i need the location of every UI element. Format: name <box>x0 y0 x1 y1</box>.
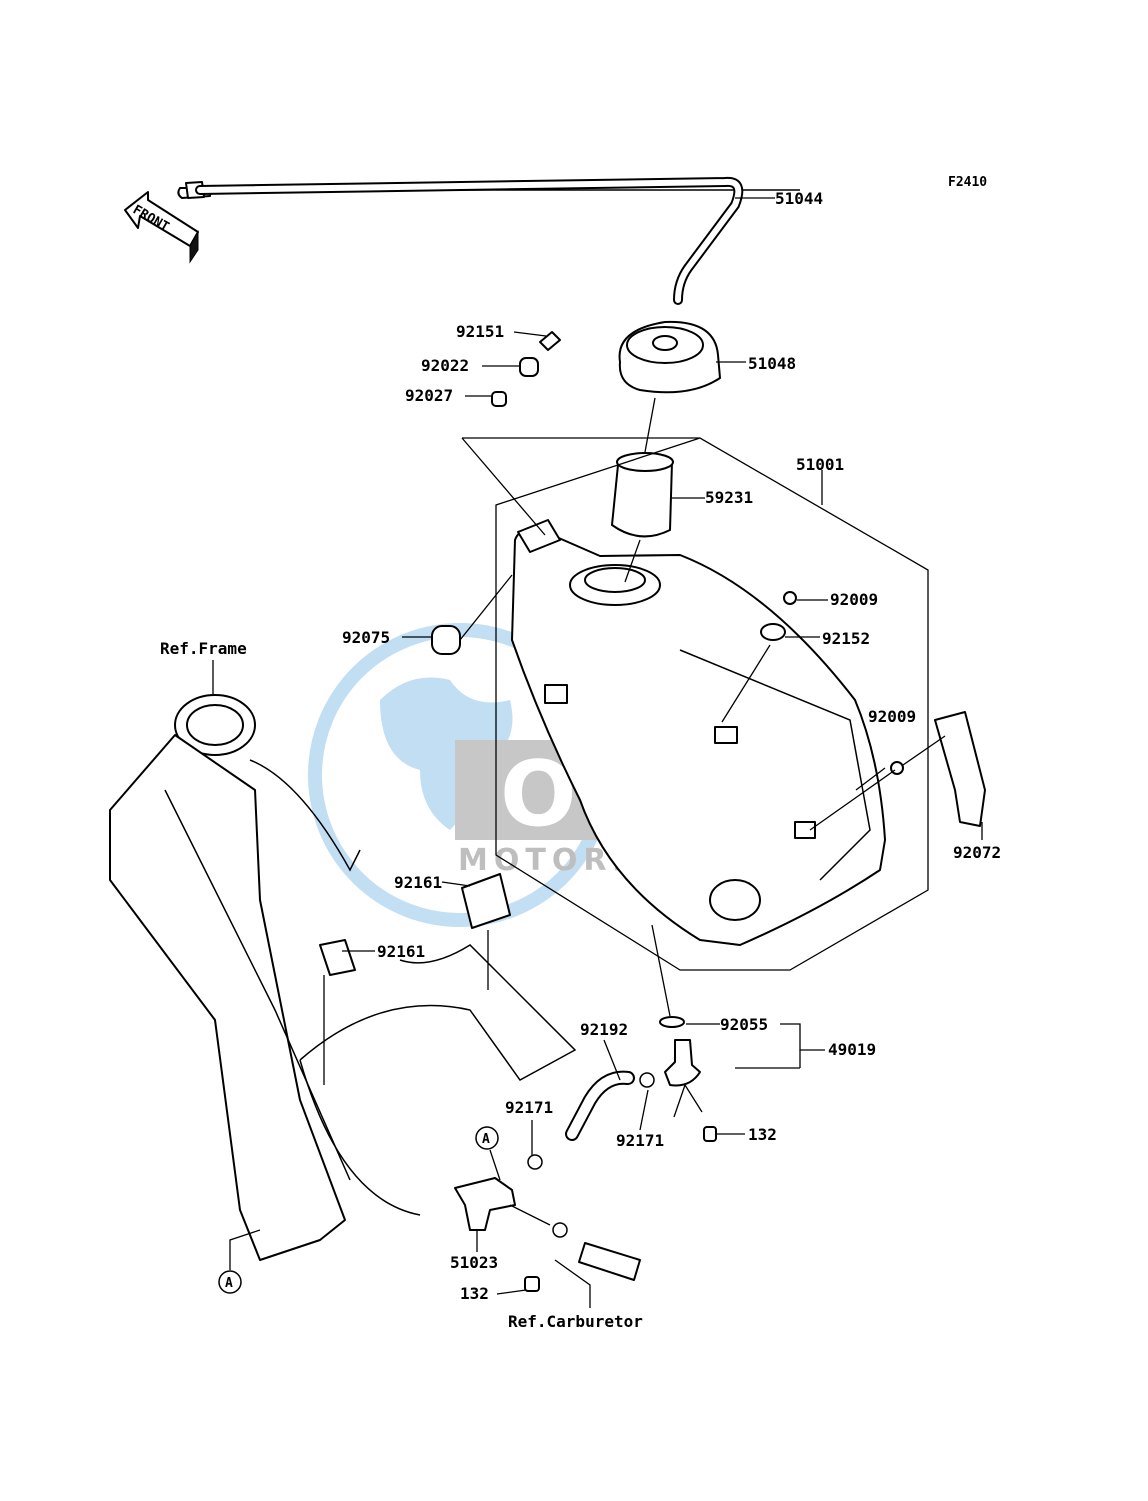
label-92009-lower: 92009 <box>868 707 916 726</box>
label-51044: 51044 <box>775 189 823 208</box>
fuel-cap <box>618 320 721 394</box>
breather-hose <box>177 176 800 305</box>
label-92151: 92151 <box>456 322 504 341</box>
strap <box>934 711 986 827</box>
watermark-continents-icon <box>380 677 513 830</box>
carb-lever <box>454 1177 516 1231</box>
label-51001: 51001 <box>796 455 844 474</box>
svg-text:A: A <box>482 1132 490 1147</box>
carb-screw <box>524 1276 540 1292</box>
front-arrow-shadow <box>189 230 199 264</box>
svg-text:A: A <box>225 1276 233 1291</box>
label-92072: 92072 <box>953 843 1001 862</box>
label-132-left: 132 <box>460 1284 489 1303</box>
part-labels: 51044 92151 92022 51048 92027 51001 5923… <box>342 189 1001 1303</box>
frame <box>109 694 577 1261</box>
front-arrow: FRONT <box>124 191 199 264</box>
ref-carburetor-label: Ref.Carburetor <box>508 1312 643 1331</box>
label-51023: 51023 <box>450 1253 498 1272</box>
washer-92152 <box>760 623 786 641</box>
label-92192: 92192 <box>580 1020 628 1039</box>
fuel-filter <box>611 452 674 538</box>
pad-upper <box>461 873 511 929</box>
bolt-group <box>491 331 561 407</box>
rubber-mount <box>431 625 461 655</box>
fuel-valve <box>664 1039 701 1087</box>
o-ring <box>659 1016 685 1028</box>
fuel-tank <box>511 519 886 946</box>
figure-code: F2410 <box>948 175 987 190</box>
label-49019: 49019 <box>828 1040 876 1059</box>
pad-lower <box>319 939 356 976</box>
label-92152: 92152 <box>822 629 870 648</box>
clamp-c <box>552 1222 568 1238</box>
marker-a-upper: A <box>475 1126 499 1150</box>
label-92022: 92022 <box>421 356 469 375</box>
clamp-b <box>527 1154 543 1170</box>
label-92171-right: 92171 <box>616 1131 664 1150</box>
bolt-92009a <box>783 591 797 605</box>
ref-frame-label: Ref.Frame <box>160 639 247 658</box>
carb-pipe <box>578 1242 641 1281</box>
leader-lines <box>212 197 983 1308</box>
label-92171-left: 92171 <box>505 1098 553 1117</box>
label-92075: 92075 <box>342 628 390 647</box>
label-92161-lower: 92161 <box>377 942 425 961</box>
label-92161-upper: 92161 <box>394 873 442 892</box>
marker-a-lower: A <box>218 1270 242 1294</box>
label-59231: 59231 <box>705 488 753 507</box>
label-92027: 92027 <box>405 386 453 405</box>
label-132-right: 132 <box>748 1125 777 1144</box>
label-92055: 92055 <box>720 1015 768 1034</box>
clamp-a <box>639 1072 655 1088</box>
valve-screw <box>703 1126 717 1142</box>
label-92009-upper: 92009 <box>830 590 878 609</box>
label-51048: 51048 <box>748 354 796 373</box>
